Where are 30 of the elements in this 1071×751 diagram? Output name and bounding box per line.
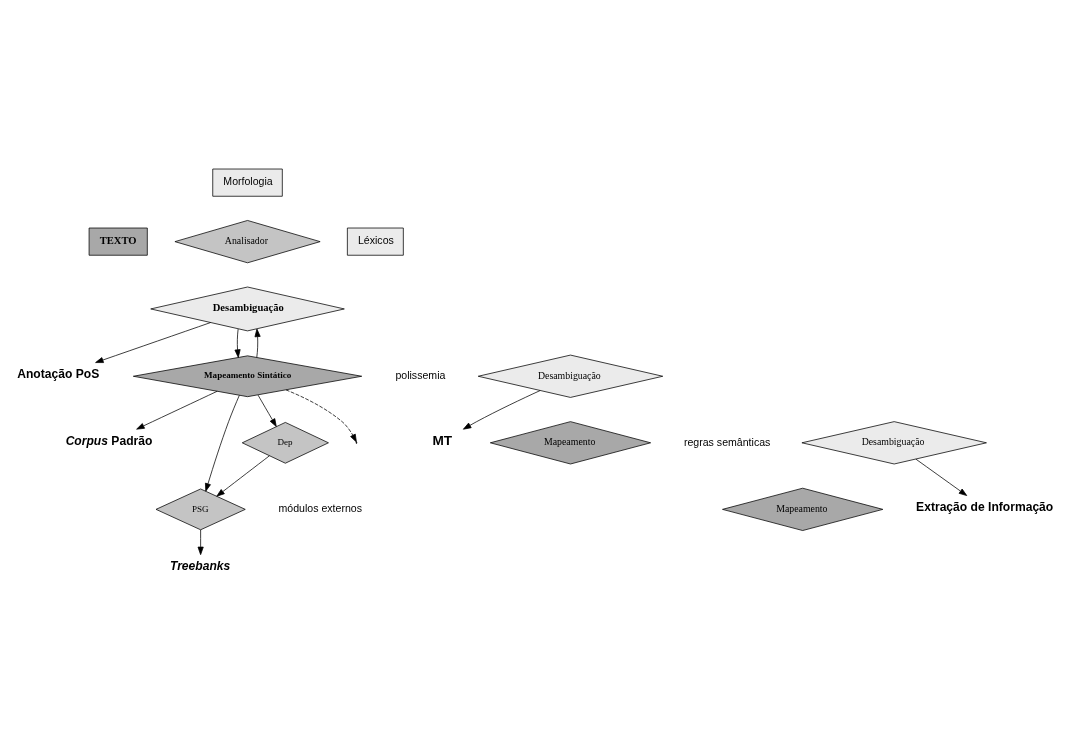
arrow: [216, 455, 270, 497]
node-diamond: Desambiguação: [801, 421, 987, 465]
arrow: [136, 390, 218, 430]
arrow: [197, 529, 204, 555]
node-diamond: Analisador: [174, 220, 321, 264]
node-diamond: Desambiguação: [150, 286, 345, 332]
node-text: Treebanks: [170, 559, 231, 574]
node-text: Anotação PoS: [17, 367, 100, 382]
node-box: TEXTO: [88, 227, 148, 256]
node-text: Corpus Padrão: [65, 433, 153, 448]
node-diamond: Mapeamento: [722, 487, 884, 531]
node-text: Extração de Informação: [916, 500, 1054, 515]
node-box: Léxicos: [347, 227, 404, 256]
node-diamond: Mapeamento Sintático: [132, 355, 363, 398]
node-diamond: Mapeamento: [489, 421, 652, 465]
arrow: [462, 390, 541, 430]
arrow: [257, 394, 277, 427]
node-diamond: Dep: [241, 422, 329, 464]
arrow: [234, 328, 241, 358]
arrow: [285, 389, 357, 443]
node-label: polissemia: [395, 369, 446, 382]
arrow: [915, 458, 968, 496]
arrow: [95, 322, 211, 363]
node-text: MT: [432, 433, 453, 449]
node-box: Morfologia: [212, 168, 283, 197]
node-label: regras semânticas: [683, 435, 771, 448]
node-diamond: Desambiguação: [477, 354, 664, 398]
label: módulos externos: [278, 502, 363, 515]
arrow: [205, 394, 240, 492]
arrow: [254, 328, 261, 358]
